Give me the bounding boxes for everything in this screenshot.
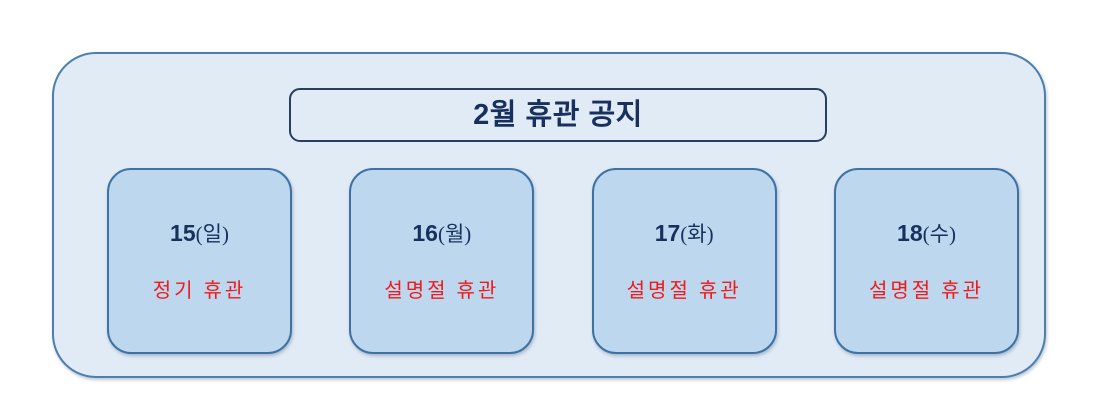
closure-notice-panel: 2월 휴관 공지 15(일) 정기 휴관 16(월) 설명절 휴관 17(화) … [52,52,1046,378]
notice-title: 2월 휴관 공지 [473,98,643,131]
day-label: 18(수) [897,219,956,246]
day-weekday: (월) [437,221,472,246]
day-label: 15(일) [170,219,229,246]
day-card-list: 15(일) 정기 휴관 16(월) 설명절 휴관 17(화) 설명절 휴관 18… [107,168,1019,354]
notice-title-box: 2월 휴관 공지 [289,88,827,142]
day-card: 15(일) 정기 휴관 [107,168,292,354]
day-card: 16(월) 설명절 휴관 [349,168,535,354]
day-weekday: (일) [195,221,229,246]
day-card: 18(수) 설명절 휴관 [833,168,1019,354]
day-number: 15 [170,219,196,246]
day-weekday: (화) [680,221,714,246]
day-card: 17(화) 설명절 휴관 [591,168,777,354]
day-number: 18 [897,219,923,246]
closure-reason: 설명절 휴관 [868,279,984,302]
day-number: 17 [654,219,681,246]
day-number: 16 [412,219,438,246]
day-label: 16(월) [412,219,472,246]
closure-reason: 설명절 휴관 [384,279,500,302]
day-weekday: (수) [922,221,956,246]
closure-reason: 정기 휴관 [152,279,247,302]
closure-reason: 설명절 휴관 [626,279,742,302]
day-label: 17(화) [654,219,714,246]
